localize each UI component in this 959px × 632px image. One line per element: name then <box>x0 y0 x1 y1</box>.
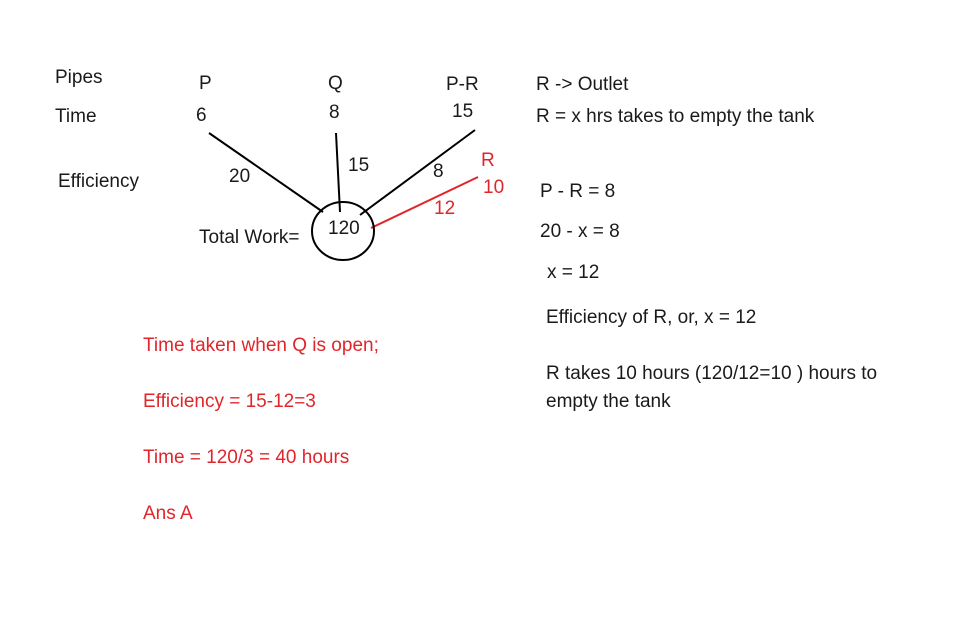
line-r <box>370 176 479 229</box>
note-eff-r: Efficiency of R, or, x = 12 <box>546 307 757 328</box>
label-pipes: Pipes <box>55 67 103 88</box>
pipe-r-time: 10 <box>483 177 505 198</box>
solution-line-3: Time = 120/3 = 40 hours <box>143 447 350 468</box>
note-eq1: P - R = 8 <box>540 181 616 202</box>
pipe-p-name: P <box>199 73 212 94</box>
total-work-value: 120 <box>328 218 360 239</box>
solution-line-1: Time taken when Q is open; <box>143 335 379 356</box>
line-p <box>208 132 324 213</box>
line-q <box>335 132 341 213</box>
note-eq3: x = 12 <box>547 262 600 283</box>
pipe-pr-name: P-R <box>446 74 479 95</box>
pipe-p-efficiency: 20 <box>229 166 251 187</box>
pipe-r-name: R <box>481 150 495 171</box>
solution-answer: Ans A <box>143 503 193 524</box>
note-r-takes-1: R takes 10 hours (120/12=10 ) hours to <box>546 363 878 384</box>
total-work-circle <box>311 201 375 261</box>
solution-line-2: Efficiency = 15-12=3 <box>143 391 316 412</box>
pipe-q-time: 8 <box>329 102 340 123</box>
pipe-r-efficiency: 12 <box>434 198 456 219</box>
note-r-takes-2: empty the tank <box>546 391 671 412</box>
line-pr <box>359 129 476 216</box>
pipe-q-efficiency: 15 <box>348 155 370 176</box>
pipe-q-name: Q <box>328 73 343 94</box>
note-eq2: 20 - x = 8 <box>540 221 620 242</box>
pipe-pr-efficiency: 8 <box>433 161 444 182</box>
label-time: Time <box>55 106 97 127</box>
note-outlet: R -> Outlet <box>536 74 629 95</box>
note-def-x: R = x hrs takes to empty the tank <box>536 106 815 127</box>
pipe-p-time: 6 <box>196 105 207 126</box>
pipe-pr-time: 15 <box>452 101 474 122</box>
total-work-label: Total Work= <box>199 227 300 248</box>
label-efficiency: Efficiency <box>58 171 139 192</box>
